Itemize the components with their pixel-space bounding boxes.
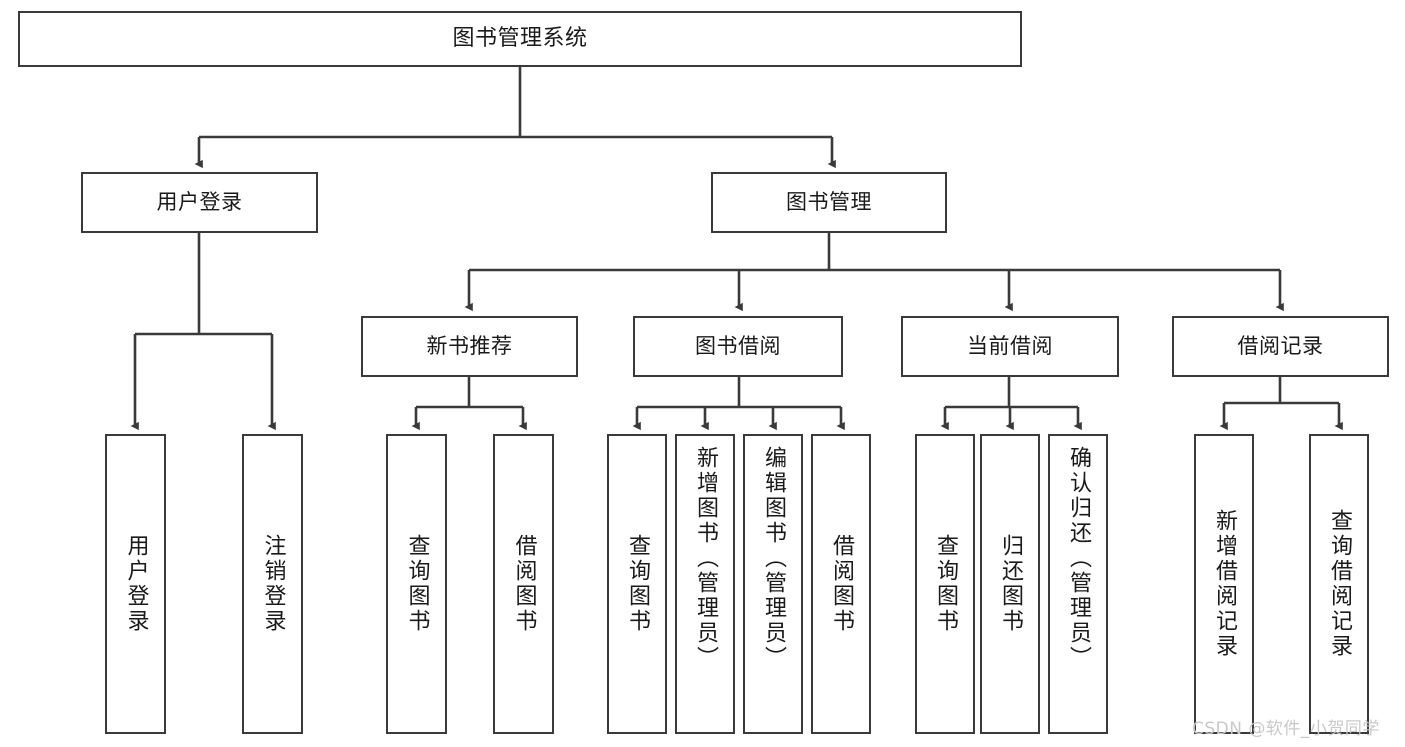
node-label: 借阅图书 (829, 534, 854, 634)
leaf-current-borrow-confirm-return[interactable]: 确认归还（管理员） (1048, 434, 1108, 734)
node-label: 用户登录 (123, 534, 149, 634)
node-book-borrow[interactable]: 图书借阅 (633, 316, 843, 377)
node-label: 查询图书 (404, 534, 430, 634)
node-label: 查询图书 (625, 534, 650, 634)
leaf-current-borrow-query[interactable]: 查询图书 (915, 434, 975, 734)
leaf-book-borrow-edit[interactable]: 编辑图书（管理员） (743, 434, 803, 734)
node-label: 借阅记录 (1237, 334, 1324, 359)
leaf-book-borrow-add[interactable]: 新增图书（管理员） (675, 434, 735, 734)
node-root-system[interactable]: 图书管理系统 (18, 11, 1022, 67)
leaf-user-login-login[interactable]: 用户登录 (105, 434, 166, 734)
node-label: 新书推荐 (426, 334, 513, 359)
node-label: 用户登录 (156, 190, 243, 215)
node-label: 图书管理系统 (452, 26, 588, 52)
leaf-book-borrow-borrow[interactable]: 借阅图书 (811, 434, 871, 734)
node-label: 图书借阅 (695, 334, 781, 359)
node-label: 归还图书 (998, 534, 1023, 634)
leaf-current-borrow-return[interactable]: 归还图书 (980, 434, 1040, 734)
leaf-book-borrow-query[interactable]: 查询图书 (607, 434, 667, 734)
node-current-borrow[interactable]: 当前借阅 (901, 316, 1119, 377)
node-label: 当前借阅 (967, 334, 1053, 359)
leaf-user-login-logout[interactable]: 注销登录 (242, 434, 303, 734)
leaf-borrow-record-query[interactable]: 查询借阅记录 (1309, 434, 1369, 734)
leaf-new-book-query[interactable]: 查询图书 (386, 434, 447, 734)
node-book-manage[interactable]: 图书管理 (711, 172, 947, 233)
leaf-borrow-record-add[interactable]: 新增借阅记录 (1194, 434, 1254, 734)
node-label: 新增借阅记录 (1212, 509, 1237, 659)
node-borrow-record[interactable]: 借阅记录 (1172, 316, 1389, 377)
node-label: 确认归还（管理员） (1066, 446, 1091, 671)
node-label: 查询借阅记录 (1327, 509, 1352, 659)
node-user-login[interactable]: 用户登录 (81, 172, 318, 233)
node-label: 新增图书（管理员） (693, 446, 718, 671)
node-label: 编辑图书（管理员） (761, 446, 786, 671)
node-new-book-recommend[interactable]: 新书推荐 (361, 316, 578, 377)
watermark-text: CSDN @软件_小贺同学 (1192, 719, 1380, 739)
node-label: 图书管理 (786, 190, 872, 215)
node-label: 注销登录 (260, 534, 286, 634)
leaf-new-book-borrow[interactable]: 借阅图书 (493, 434, 554, 734)
node-label: 查询图书 (933, 534, 958, 634)
node-label: 借阅图书 (511, 534, 537, 634)
